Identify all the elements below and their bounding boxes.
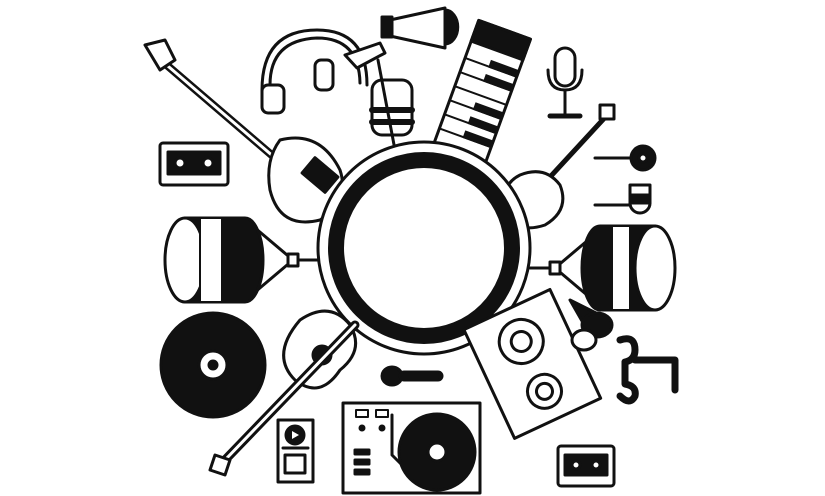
media-player-icon: [276, 418, 315, 484]
music-note-icon: [568, 298, 614, 352]
cassette-icon: [556, 444, 616, 488]
studio-microphone-icon: [546, 46, 584, 119]
music-note-icon: [616, 335, 679, 405]
turntable-icon: [341, 401, 482, 495]
acoustic-guitar-icon: [208, 309, 360, 477]
drum-icon: [528, 224, 677, 312]
earphones-icon: [593, 144, 657, 215]
speaker-icon: [462, 287, 603, 440]
bass-guitar-icon: [143, 38, 344, 224]
trumpet-icon: [343, 41, 415, 152]
drum-icon: [163, 216, 322, 304]
spotlight-icon: [380, 6, 460, 50]
microphone-icon: [380, 365, 444, 387]
central-ring-icon: [316, 140, 532, 356]
headphones-icon: [260, 28, 369, 115]
vinyl-record-icon: [159, 311, 267, 419]
cassette-icon: [158, 141, 230, 187]
